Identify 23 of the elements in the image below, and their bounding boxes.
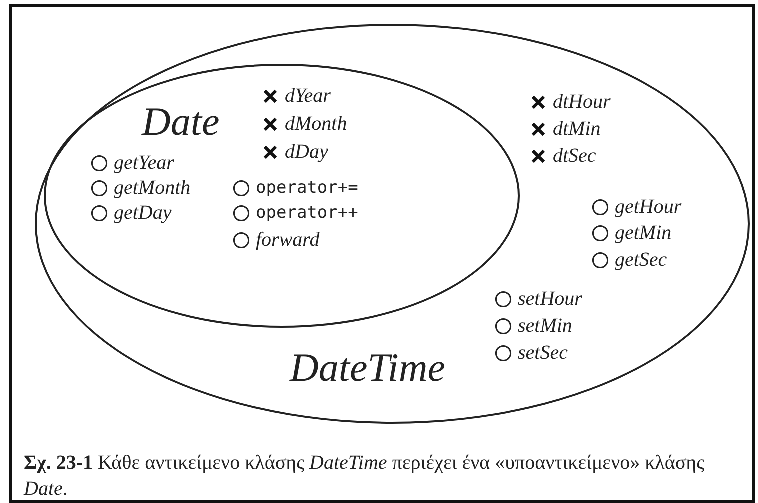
member-name: getHour: [615, 195, 682, 219]
member-name: operator++: [256, 202, 358, 225]
figure-caption: Σχ. 23-1 Κάθε αντικείμενο κλάσης DateTime περιέχει ένα «υποαντικείμενο» κλάσης Date.: [24, 451, 706, 502]
member-name: setMin: [518, 314, 572, 338]
member-name: getYear: [114, 151, 174, 175]
class-ellipse: [35, 24, 750, 424]
class-ellipse: [44, 64, 520, 328]
member-name: dYear: [285, 84, 331, 108]
member-name: forward: [256, 228, 320, 252]
member-name: getSec: [615, 248, 668, 272]
member-name: getMonth: [114, 176, 191, 200]
member-name: operator+=: [256, 177, 358, 200]
member-name: getMin: [615, 221, 672, 245]
member-name: dDay: [285, 140, 328, 164]
member-name: dtMin: [553, 117, 601, 141]
member-name: getDay: [114, 201, 172, 225]
member-name: setHour: [518, 287, 582, 311]
member-name: dtHour: [553, 90, 611, 114]
class-name: DateTime: [290, 346, 446, 390]
member-name: setSec: [518, 341, 568, 365]
member-name: dMonth: [285, 112, 348, 136]
member-name: dtSec: [553, 144, 596, 168]
class-name: Date: [142, 100, 220, 144]
